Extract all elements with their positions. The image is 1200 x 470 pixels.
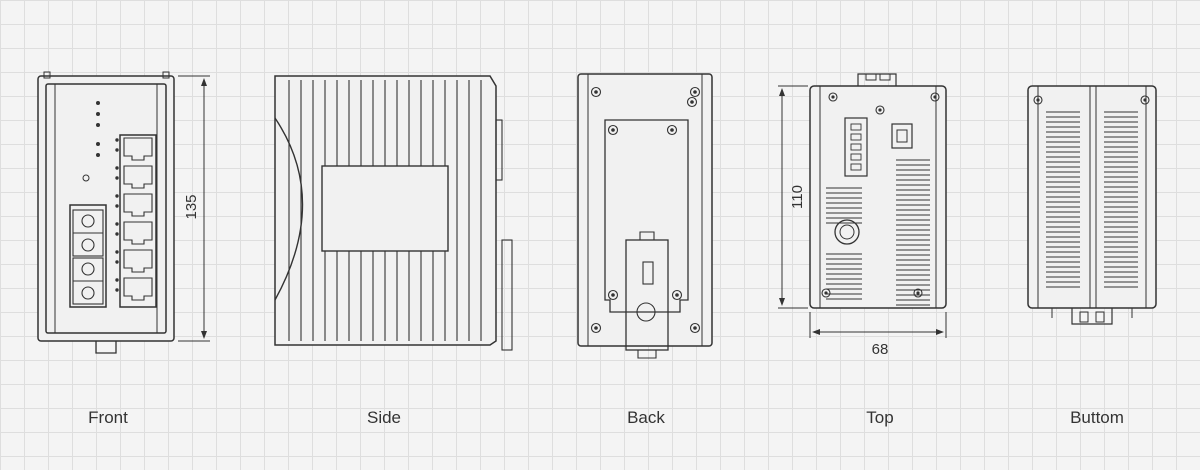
bottom-din-clip bbox=[1071, 308, 1113, 325]
rj45-port bbox=[123, 193, 153, 217]
din-mount-plate bbox=[604, 119, 689, 313]
port-led bbox=[115, 148, 119, 152]
terminal-pin bbox=[850, 143, 862, 151]
side-view-label: Side bbox=[367, 408, 401, 427]
top-view-label: Top bbox=[866, 408, 893, 427]
top-view bbox=[809, 73, 947, 309]
back-view-label: Back bbox=[627, 408, 665, 427]
bottom-view bbox=[1027, 85, 1157, 325]
din-clip-latch bbox=[625, 239, 669, 351]
screw bbox=[1140, 95, 1150, 105]
screw bbox=[930, 92, 940, 102]
rj45-port bbox=[123, 221, 153, 245]
terminal-block bbox=[844, 117, 868, 177]
screw bbox=[590, 86, 602, 98]
terminal-pin bbox=[850, 163, 862, 171]
width-dimension-label: 68 bbox=[872, 341, 889, 358]
led-indicators bbox=[96, 101, 100, 157]
screw bbox=[607, 124, 619, 136]
port-led bbox=[115, 204, 119, 208]
top-depth-dimension bbox=[778, 85, 808, 309]
front-view-label: Front bbox=[88, 408, 128, 427]
side-connector bbox=[495, 119, 503, 181]
port-led bbox=[115, 278, 119, 282]
screw bbox=[689, 322, 701, 334]
terminal-pin bbox=[850, 123, 862, 131]
screw bbox=[828, 92, 838, 102]
port-led bbox=[115, 222, 119, 226]
fiber-port bbox=[72, 257, 104, 305]
screw bbox=[1033, 95, 1043, 105]
terminal-pin bbox=[850, 153, 862, 161]
side-label-area bbox=[321, 165, 449, 252]
back-housing bbox=[577, 73, 713, 347]
screw bbox=[666, 124, 678, 136]
screw bbox=[875, 105, 885, 115]
terminal-pin bbox=[850, 133, 862, 141]
rj45-port bbox=[123, 137, 153, 161]
rj45-port bbox=[123, 277, 153, 301]
power-connector bbox=[891, 123, 913, 149]
screw bbox=[913, 288, 923, 298]
fiber-port bbox=[72, 209, 104, 257]
screw bbox=[821, 288, 831, 298]
port-led bbox=[115, 166, 119, 170]
screw bbox=[607, 289, 619, 301]
port-led bbox=[115, 138, 119, 142]
front-view bbox=[37, 71, 175, 354]
back-view bbox=[577, 73, 713, 359]
screw bbox=[686, 96, 698, 108]
screw bbox=[671, 289, 683, 301]
front-panel bbox=[45, 83, 167, 334]
screw bbox=[689, 86, 701, 98]
port-led bbox=[115, 194, 119, 198]
port-led bbox=[115, 260, 119, 264]
rj45-port bbox=[123, 249, 153, 273]
side-view bbox=[274, 75, 513, 351]
port-led bbox=[115, 232, 119, 236]
power-led bbox=[82, 174, 90, 182]
console-port bbox=[834, 219, 860, 245]
port-led bbox=[115, 250, 119, 254]
fiber-port-block bbox=[69, 204, 107, 308]
rj45-port-block bbox=[119, 134, 157, 308]
latch-hole bbox=[636, 302, 656, 322]
screw bbox=[590, 322, 602, 334]
port-led bbox=[115, 176, 119, 180]
bottom-view-label: Buttom bbox=[1070, 408, 1124, 427]
front-height-dimension bbox=[178, 75, 210, 342]
height-dimension-label: 135 bbox=[183, 194, 200, 219]
din-clip bbox=[95, 341, 117, 354]
depth-dimension-label: 110 bbox=[789, 185, 806, 209]
side-curve bbox=[274, 117, 304, 301]
port-led bbox=[115, 288, 119, 292]
rj45-port bbox=[123, 165, 153, 189]
top-width-dimension bbox=[809, 312, 947, 338]
side-din-rail bbox=[501, 239, 513, 351]
